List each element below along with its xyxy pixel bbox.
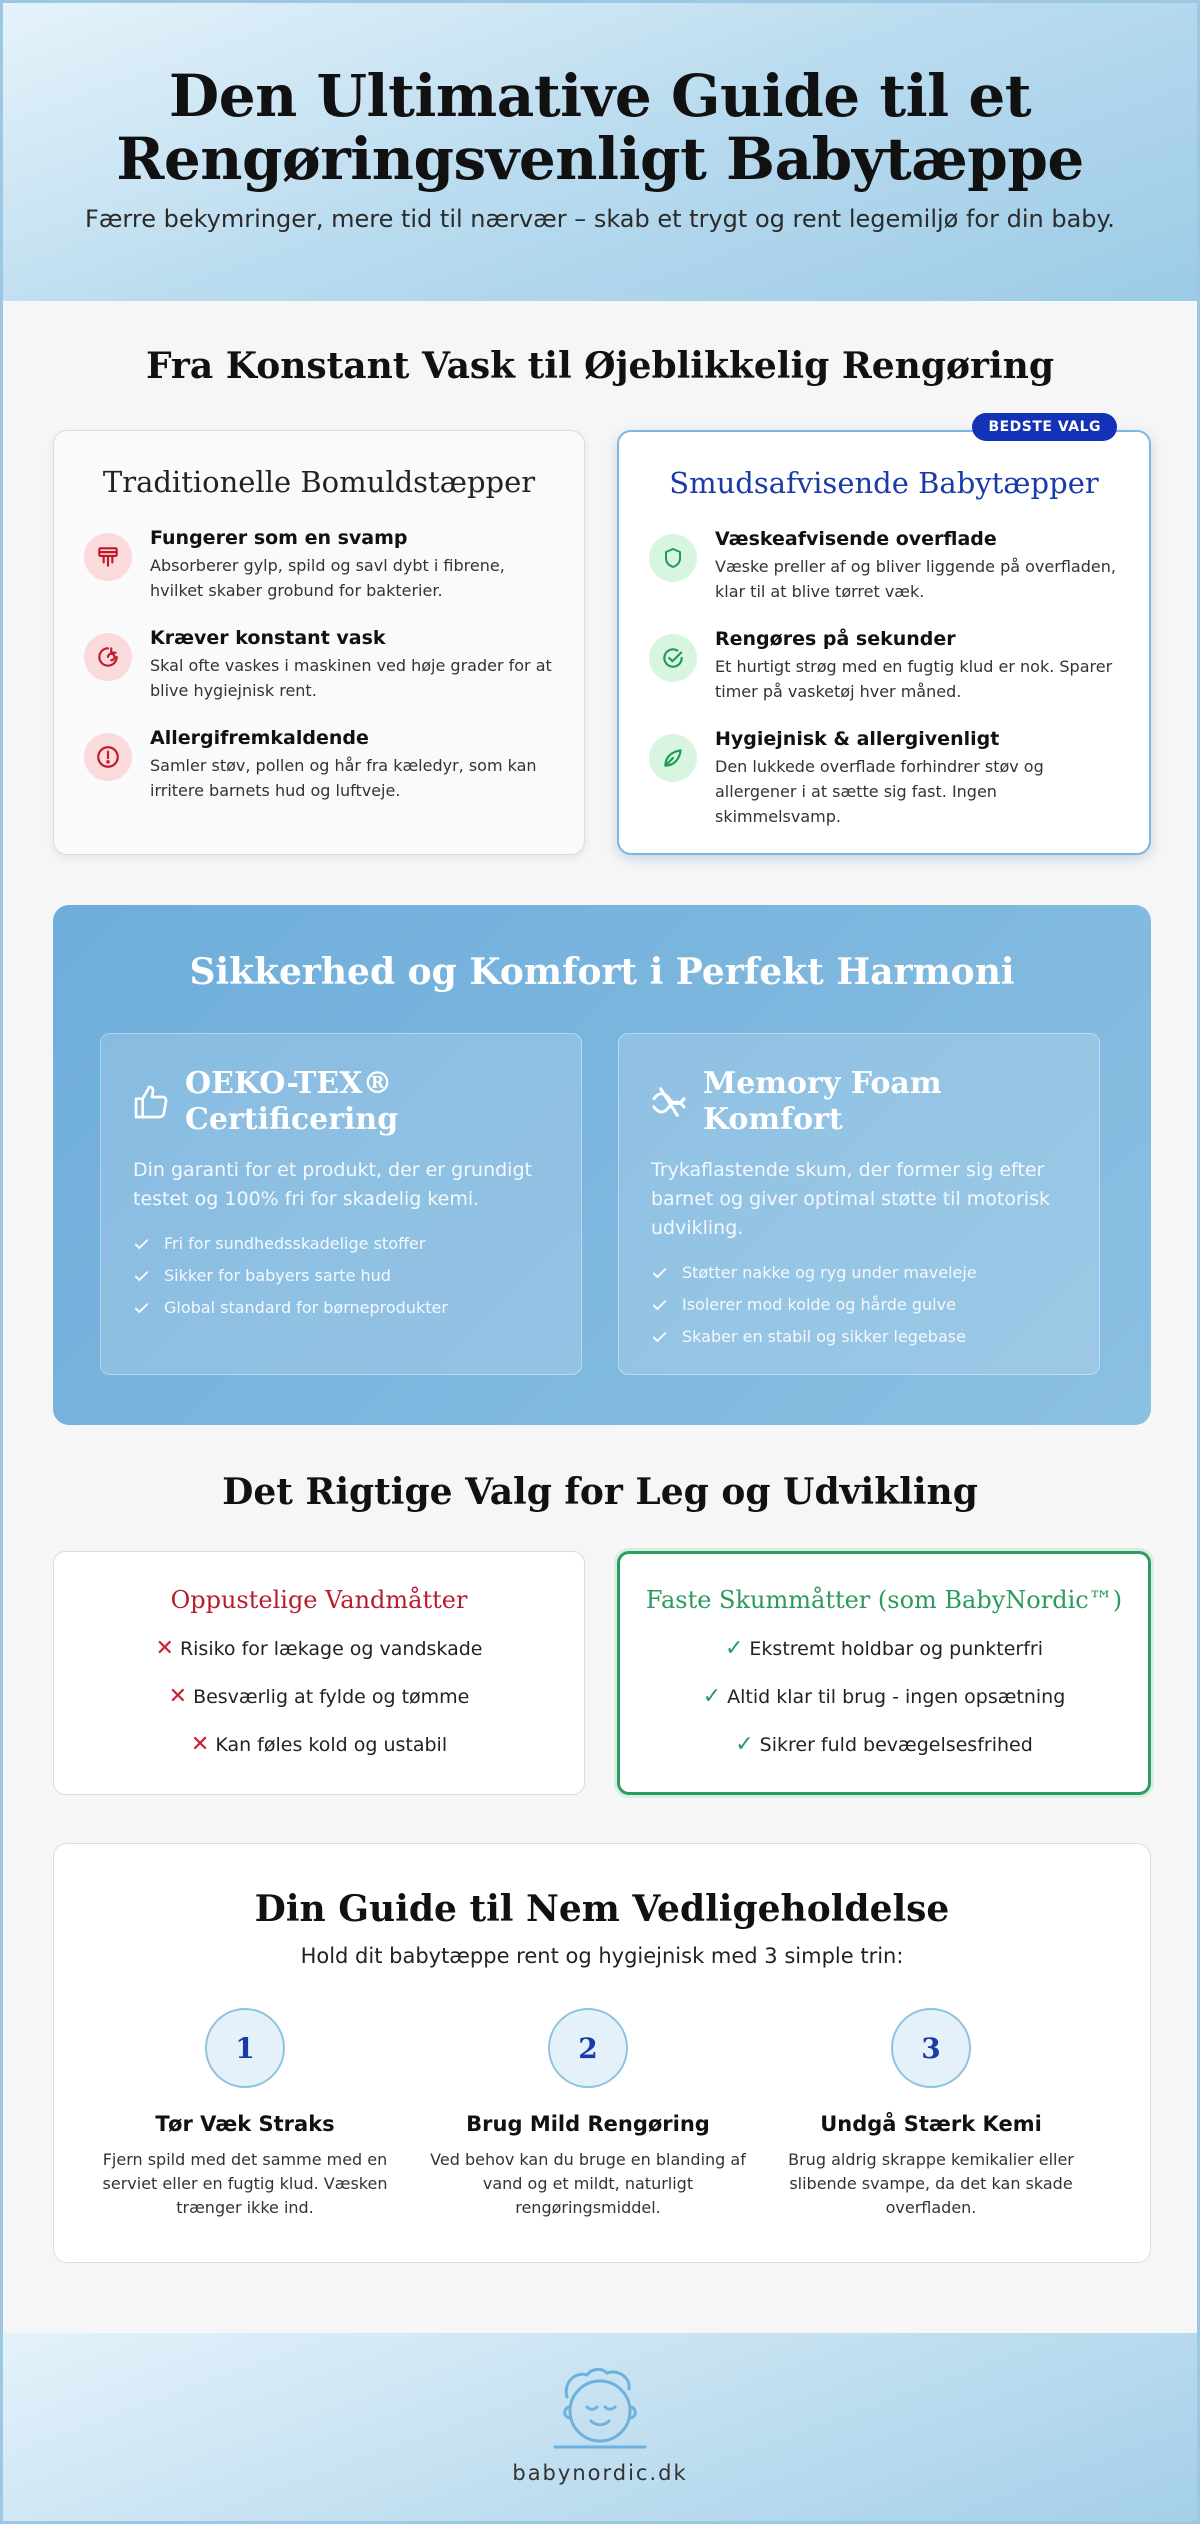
feature-item: Allergifremkaldende Samler støv, pollen … <box>84 727 560 803</box>
spillproof-card: BEDSTE VALG Smudsafvisende Babytæpper Væ… <box>617 413 1151 855</box>
alert-icon <box>84 733 132 781</box>
checkmark-icon: ✓ <box>724 1636 744 1661</box>
con-item: ✕Besværlig at fylde og tømme <box>168 1684 470 1709</box>
panel-desc: Trykaflastende skum, der former sig efte… <box>651 1159 1050 1239</box>
tagline: Færre bekymringer, mere tid til nærvær –… <box>85 205 1115 233</box>
step-title: Tør Væk Straks <box>155 2112 335 2136</box>
pro-item: ✓Sikrer fuld bevægelsesfrihed <box>735 1732 1033 1757</box>
oekotex-panel: OEKO-TEX® Certificering Din garanti for … <box>100 1033 582 1375</box>
panel-title: OEKO-TEX® Certificering <box>185 1066 399 1137</box>
panel-desc: Din garanti for et produkt, der er grund… <box>133 1159 532 1210</box>
leaf-icon <box>649 734 697 782</box>
con-item: ✕Kan føles kold og ustabil <box>190 1732 448 1757</box>
inflatable-mats-card: Oppustelige Vandmåtter ✕Risiko for lækag… <box>53 1551 585 1795</box>
bullet-item: Sikker for babyers sarte hud <box>133 1260 551 1292</box>
con-item: ✕Risiko for lækage og vandskade <box>155 1636 483 1661</box>
site-url: babynordic.dk <box>512 2461 688 2485</box>
step-title: Brug Mild Rengøring <box>466 2112 710 2136</box>
page-title: Den Ultimative Guide til et Rengøringsve… <box>116 62 1084 193</box>
feature-item: Væskeafvisende overflade Væske preller a… <box>649 528 1125 604</box>
feature-item: Fungerer som en svamp Absorberer gylp, s… <box>84 527 560 603</box>
check-icon <box>652 1299 667 1310</box>
play-title: Det Rigtige Valg for Leg og Udvikling <box>222 1471 978 1513</box>
baby-face-icon <box>553 2367 647 2449</box>
shield-icon <box>649 534 697 582</box>
step-desc: Fjern spild med det samme med en serviet… <box>102 2150 388 2217</box>
pro-item: ✓Altid klar til brug - ingen opsætning <box>702 1684 1066 1709</box>
check-icon <box>652 1267 667 1278</box>
comparison-title: Fra Konstant Vask til Øjeblikkelig Rengø… <box>145 345 1055 387</box>
footer: babynordic.dk <box>3 2333 1197 2521</box>
bullet-item: Global standard for børneprodukter <box>133 1292 551 1324</box>
thumbs-up-icon <box>134 1085 168 1119</box>
check-circle-icon <box>649 634 697 682</box>
comparison-section: Fra Konstant Vask til Øjeblikkelig Rengø… <box>3 301 1197 861</box>
spillproof-card-title: Smudsafvisende Babytæpper <box>669 466 1099 500</box>
maintenance-title: Din Guide til Nem Vedligeholdelse <box>254 1888 950 1930</box>
step-item: 1 Tør Væk Straks Fjern spild med det sam… <box>75 2008 415 2220</box>
bullet-item: Støtter nakke og ryg under maveleje <box>651 1257 1069 1289</box>
check-icon <box>652 1331 667 1342</box>
check-icon <box>134 1238 149 1249</box>
traditional-card-title: Traditionelle Bomuldstæpper <box>102 465 536 499</box>
panel-title: Memory Foam Komfort <box>703 1066 942 1137</box>
step-desc: Brug aldrig skrappe kemikalier eller sli… <box>788 2150 1074 2217</box>
check-icon <box>134 1302 149 1313</box>
step-number: 2 <box>548 2008 628 2088</box>
inflatable-title: Oppustelige Vandmåtter <box>170 1586 468 1614</box>
step-number: 3 <box>891 2008 971 2088</box>
memory-foam-panel: Memory Foam Komfort Trykaflastende skum,… <box>618 1033 1100 1375</box>
foam-mats-card: Faste Skummåtter (som BabyNordic™) ✓Ekst… <box>617 1551 1151 1795</box>
step-number: 1 <box>205 2008 285 2088</box>
best-choice-badge: BEDSTE VALG <box>972 413 1117 441</box>
header: Den Ultimative Guide til et Rengøringsve… <box>3 3 1197 301</box>
sponge-icon <box>84 533 132 581</box>
pro-item: ✓Ekstremt holdbar og punkterfri <box>724 1636 1044 1661</box>
step-item: 2 Brug Mild Rengøring Ved behov kan du b… <box>418 2008 758 2220</box>
foam-icon <box>652 1087 686 1117</box>
washing-icon <box>84 633 132 681</box>
maintenance-subtitle: Hold dit babytæppe rent og hygiejnisk me… <box>300 1944 904 1968</box>
cross-icon: ✕ <box>190 1732 210 1757</box>
feature-item: Kræver konstant vask Skal ofte vaskes i … <box>84 627 560 703</box>
step-title: Undgå Stærk Kemi <box>820 2112 1042 2136</box>
step-desc: Ved behov kan du bruge en blanding af va… <box>430 2150 746 2217</box>
foam-mats-title: Faste Skummåtter (som BabyNordic™) <box>645 1586 1123 1614</box>
bullet-item: Skaber en stabil og sikker legebase <box>651 1321 1069 1353</box>
panel-bullets: Støtter nakke og ryg under maveleje Isol… <box>651 1257 1069 1353</box>
traditional-card: Traditionelle Bomuldstæpper Fungerer som… <box>53 430 585 855</box>
feature-item: Hygiejnisk & allergivenligt Den lukkede … <box>649 728 1125 829</box>
maintenance-section: Din Guide til Nem Vedligeholdelse Hold d… <box>53 1843 1151 2263</box>
cross-icon: ✕ <box>168 1684 188 1709</box>
step-item: 3 Undgå Stærk Kemi Brug aldrig skrappe k… <box>761 2008 1101 2220</box>
checkmark-icon: ✓ <box>702 1684 722 1709</box>
safety-section: Sikkerhed og Komfort i Perfekt Harmoni O… <box>53 905 1151 1425</box>
check-icon <box>134 1270 149 1281</box>
cross-icon: ✕ <box>155 1636 174 1661</box>
bullet-item: Fri for sundhedsskadelige stoffer <box>133 1228 551 1260</box>
safety-title: Sikkerhed og Komfort i Perfekt Harmoni <box>189 951 1015 993</box>
feature-item: Rengøres på sekunder Et hurtigt strøg me… <box>649 628 1125 704</box>
bullet-item: Isolerer mod kolde og hårde gulve <box>651 1289 1069 1321</box>
panel-bullets: Fri for sundhedsskadelige stoffer Sikker… <box>133 1228 551 1324</box>
checkmark-icon: ✓ <box>735 1732 754 1757</box>
